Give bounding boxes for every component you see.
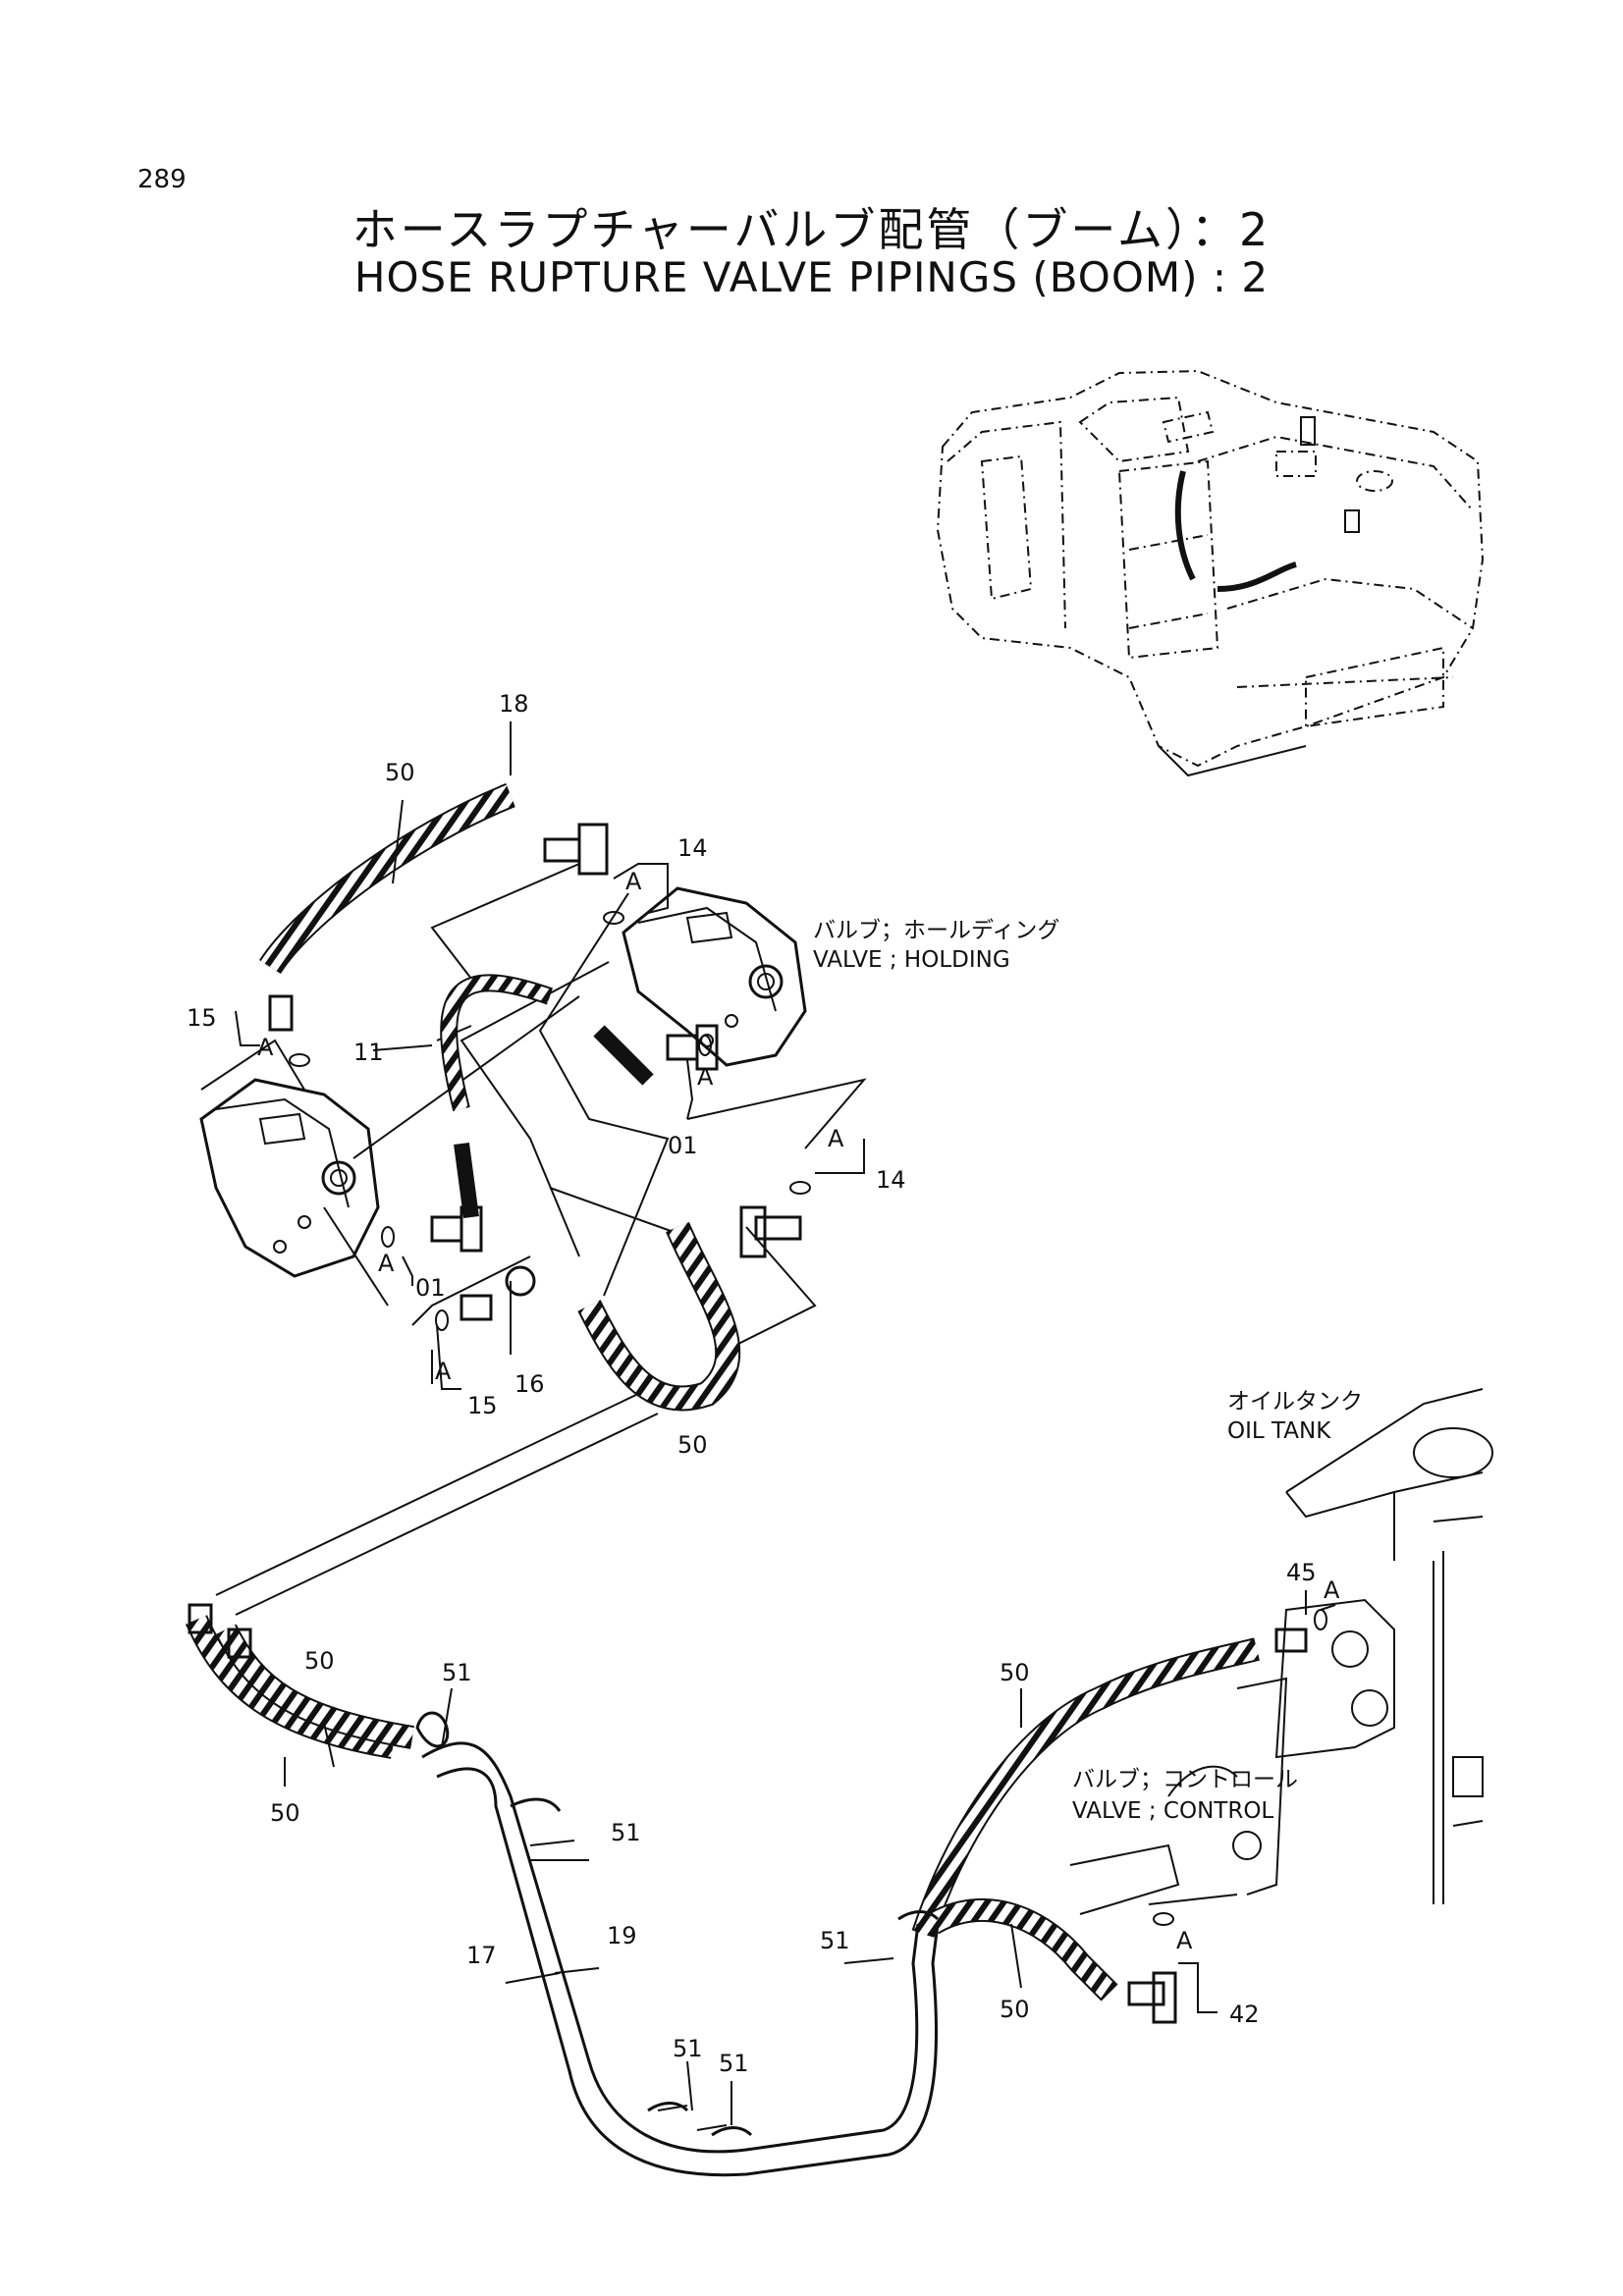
callout-a: A [828, 1125, 844, 1152]
callout-18: 18 [499, 690, 529, 718]
caption-holding-valve-jp: バルブ；ホールディング [813, 918, 1059, 943]
callout-labels: 18 50 14 A 15 A 11 A 01 14 A A 01 A 16 1… [187, 690, 1340, 2077]
caption-holding-valve-en: VALVE ; HOLDING [813, 947, 1010, 973]
callout-leaders [235, 721, 1336, 2125]
callout-50: 50 [1000, 1996, 1030, 2023]
excavator-overview [936, 369, 1485, 777]
callout-51: 51 [820, 1927, 850, 1954]
fittings [188, 823, 1327, 2137]
leader-lines-upper [200, 863, 867, 1616]
hoses [185, 782, 1260, 2002]
callout-a: A [625, 868, 642, 895]
callout-a: A [257, 1034, 274, 1061]
callout-a: A [378, 1250, 395, 1277]
callout-42: 42 [1229, 2001, 1260, 2028]
callout-50: 50 [304, 1647, 335, 1675]
callout-14: 14 [677, 834, 708, 862]
caption-control-valve-en: VALVE ; CONTROL [1072, 1798, 1273, 1824]
callout-a: A [1324, 1576, 1340, 1604]
callout-50: 50 [270, 1799, 300, 1827]
caption-oil-tank-en: OIL TANK [1227, 1418, 1331, 1444]
control-valve [1069, 1598, 1395, 1915]
callout-51: 51 [673, 2035, 703, 2062]
callout-51: 51 [719, 2050, 749, 2077]
caption-oil-tank-jp: オイルタンク [1227, 1389, 1363, 1415]
holding-valve-right [622, 886, 807, 1067]
callout-50: 50 [385, 759, 415, 786]
callout-01: 01 [415, 1274, 446, 1302]
caption-control-valve-jp: バルブ；コントロール [1072, 1767, 1298, 1792]
page-number: 289 [137, 165, 187, 194]
callout-19: 19 [607, 1922, 637, 1949]
callout-51: 51 [611, 1819, 641, 1846]
callout-50: 50 [677, 1431, 708, 1459]
callout-51: 51 [442, 1659, 472, 1686]
oil-tank [1285, 1388, 1493, 1904]
callout-15: 15 [187, 1004, 217, 1032]
callout-45: 45 [1286, 1559, 1317, 1586]
callout-a: A [1176, 1927, 1193, 1954]
callout-11: 11 [353, 1039, 384, 1066]
title-japanese: ホースラプチャーバルブ配管（ブーム）：2 [352, 203, 1271, 256]
callout-a: A [435, 1358, 452, 1385]
callout-a: A [697, 1063, 714, 1091]
callout-50: 50 [1000, 1659, 1030, 1686]
callout-15: 15 [467, 1392, 498, 1419]
callout-14: 14 [876, 1166, 906, 1194]
title-english: HOSE RUPTURE VALVE PIPINGS (BOOM) : 2 [353, 253, 1270, 301]
pipes [421, 1741, 940, 2177]
callout-17: 17 [466, 1942, 497, 1969]
callout-16: 16 [514, 1370, 545, 1398]
component-captions: バルブ；ホールディング VALVE ; HOLDING オイルタンク OIL T… [813, 918, 1363, 1824]
callout-01: 01 [668, 1132, 698, 1159]
holding-valve-left [199, 1078, 380, 1278]
